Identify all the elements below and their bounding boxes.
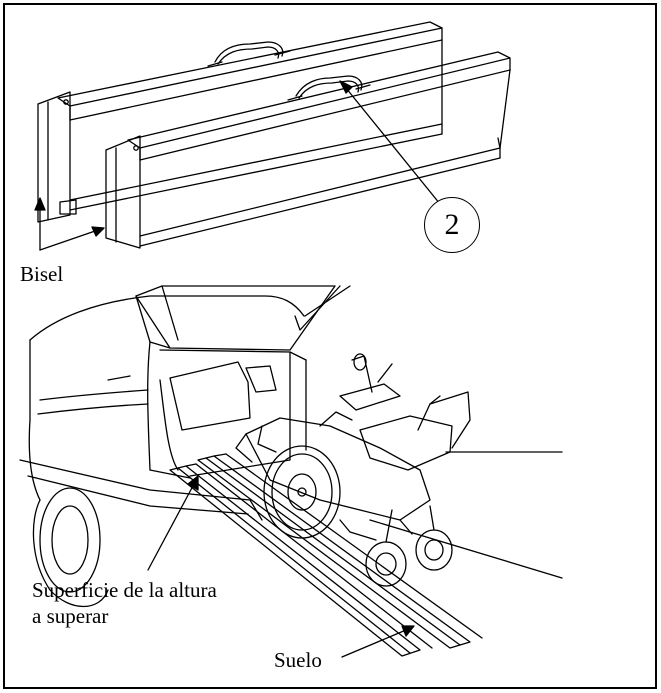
callout-arrows-bottom <box>147 475 415 658</box>
power-wheelchair <box>235 353 471 587</box>
ramps-on-ground <box>169 451 563 657</box>
ground-label: Suelo <box>274 648 322 672</box>
bevel-label: Bisel <box>20 262 64 286</box>
surface-label-line1: Superficie de la altura <box>32 578 217 602</box>
callout-number-2: 2 <box>424 197 480 253</box>
callout-arrows-top <box>34 80 441 251</box>
ramp-channel-front <box>105 51 511 249</box>
ramp-channel-back <box>37 21 443 223</box>
surface-label-line2: a superar <box>32 604 109 628</box>
figure-frame <box>3 3 657 689</box>
